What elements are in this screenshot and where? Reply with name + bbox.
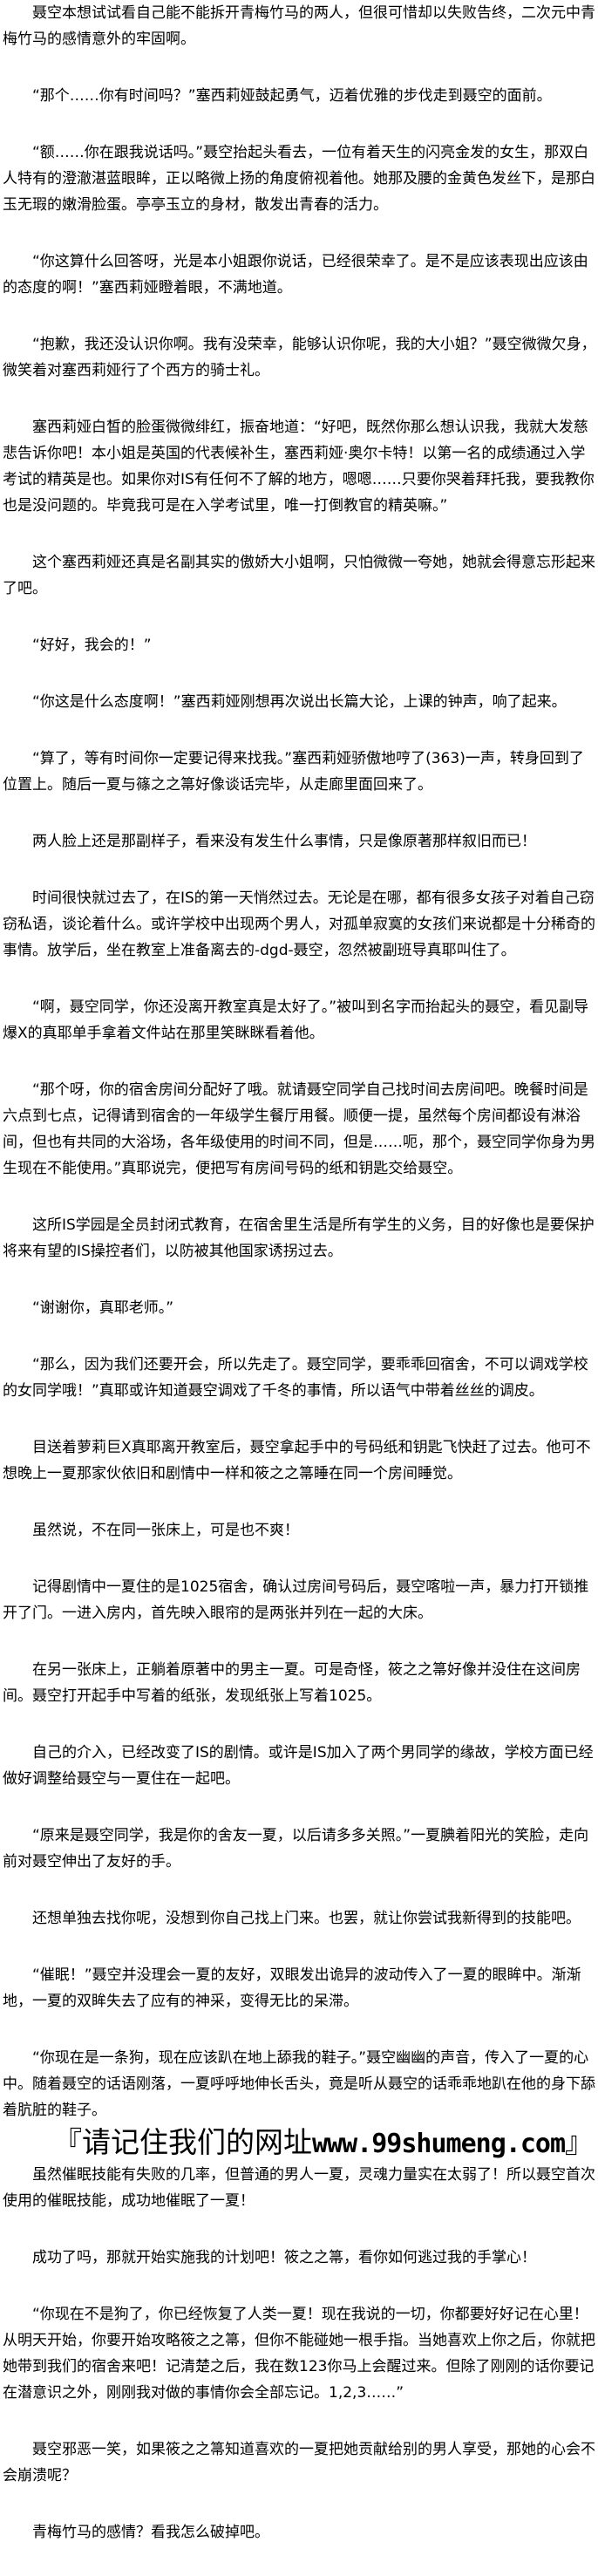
paragraph: 在另一张床上，正躺着原著中的男主一夏。可是奇怪，筱之之箒好像并没住在这间房间。聂… xyxy=(3,1661,581,1705)
paragraph: “算了，等有时间你一定要记得来找我。”塞西莉娅骄傲地哼了(363)一声，转身回到… xyxy=(3,750,584,794)
paragraph: 聂空邪恶一笑，如果筱之之箒知道喜欢的一夏把她贡献给别的男人享受，那她的心会不会崩… xyxy=(3,2441,595,2484)
paragraph: “抱歉，我还没认识你啊。我有没荣幸，能够认识你呢，我的大小姐？”聂空微微欠身，微… xyxy=(3,336,596,379)
paragraph: “额……你在跟我说话吗。”聂空抬起头看去，一位有着天生的闪亮金发的女生，那双白人… xyxy=(3,144,595,214)
paragraph: 虽然说，不在同一张床上，可是也不爽！ xyxy=(32,1522,299,1539)
paragraph: “那个呀，你的宿舍房间分配好了哦。就请聂空同学自己找时间去房间吧。晚餐时间是六点… xyxy=(3,1081,595,1177)
paragraph: “你现在不是狗了，你已经恢复了人类一夏！现在我说的一切，你都要好好记在心里！从明… xyxy=(3,2306,595,2402)
paragraph: “那个……你有时间吗？”塞西莉娅鼓起勇气，迈着优雅的步伐走到聂空的面前。 xyxy=(32,87,552,105)
paragraph: 这个塞西莉娅还真是名副其实的傲娇大小姐啊，只怕微微一夸她，她就会得意忘形起来了吧… xyxy=(3,554,595,597)
paragraph: 还想单独去找你呢，没想到你自己找上门来。也罢，就让你尝试我新得到的技能吧。 xyxy=(32,1910,581,1927)
banner-close: 』 xyxy=(565,2125,595,2159)
paragraph: “原来是聂空同学，我是你的舍友一夏，以后请多多关照。”一夏腆着阳光的笑脸，走向前… xyxy=(3,1827,589,1871)
paragraph: “你这是什么态度啊！”塞西莉娅刚想再次说出长篇大论，上课的钟声，响了起来。 xyxy=(32,693,567,711)
paragraph: 自己的介入，已经改变了IS的剧情。或许是IS加入了两个男同学的缘故，学校方面已经… xyxy=(3,1744,594,1788)
paragraph: “啊，聂空同学，你还没离开教室真是太好了。”被叫到名字而抬起头的聂空，看见副导爆… xyxy=(3,998,589,1042)
paragraph: 两人脸上还是那副样子，看来没有发生什么事情，只是像原著那样叙旧而已！ xyxy=(32,833,536,850)
banner-text: 『请记住我们的网址 xyxy=(53,2125,312,2159)
paragraph: “你现在是一条狗，现在应该趴在地上舔我的鞋子。”聂空幽幽的声音，传入了一夏的心中… xyxy=(3,2049,595,2119)
paragraph: 青梅竹马的感情？看我怎么破掉吧。 xyxy=(32,2524,269,2541)
paragraph: 目送着萝莉巨X真耶离开教室后，聂空拿起手中的号码纸和钥匙飞快赶了过去。他可不想晚… xyxy=(3,1439,591,1482)
paragraph: “你这算什么回答呀，光是本小姐跟你说话，已经很荣幸了。是不是应该表现出应该由的态… xyxy=(3,253,588,296)
paragraph: 记得剧情中一夏住的是1025宿舍，确认过房间号码后，聂空喀啦一声，暴力打开锁推开… xyxy=(3,1578,589,1622)
paragraph: “催眠！”聂空并没理会一夏的友好，双眼发出诡异的波动传入了一夏的眼眸中。渐渐地，… xyxy=(3,1966,581,2010)
site-watermark-banner: 『请记住我们的网址www.99shumeng.com』 xyxy=(3,2123,596,2162)
paragraph: 虽然催眠技能有失败的几率，但普通的男人一夏，灵魂力量实在太弱了！所以聂空首次使用… xyxy=(3,2166,595,2210)
banner-url: www.99shumeng.com xyxy=(312,2129,566,2159)
paragraph: 时间很快就过去了，在IS的第一天悄然过去。无论是在哪，都有很多女孩子对着自己窃窃… xyxy=(3,889,595,959)
paragraph: 成功了吗，那就开始实施我的计划吧！筱之之箒，看你如何逃过我的手掌心！ xyxy=(32,2249,536,2266)
paragraph: “谢谢你，真耶老师。” xyxy=(32,1299,174,1317)
paragraph: “好好，我会的！” xyxy=(32,637,152,654)
paragraph: 这所IS学园是全员封闭式教育，在宿舍里生活是所有学生的义务，目的好像也是要保护将… xyxy=(3,1216,595,1260)
paragraph: 塞西莉娅白皙的脸蛋微微绯红，振奋地道：“好吧，既然你那么想认识我，我就大发慈悲告… xyxy=(3,419,595,515)
paragraph: “那么，因为我们还要开会，所以先走了。聂空同学，要乖乖回宿舍，不可以调戏学校的女… xyxy=(3,1356,588,1400)
paragraph: 聂空本想试试看自己能不能拆开青梅竹马的两人，但很可惜却以失败告终，二次元中青梅竹… xyxy=(3,4,595,48)
